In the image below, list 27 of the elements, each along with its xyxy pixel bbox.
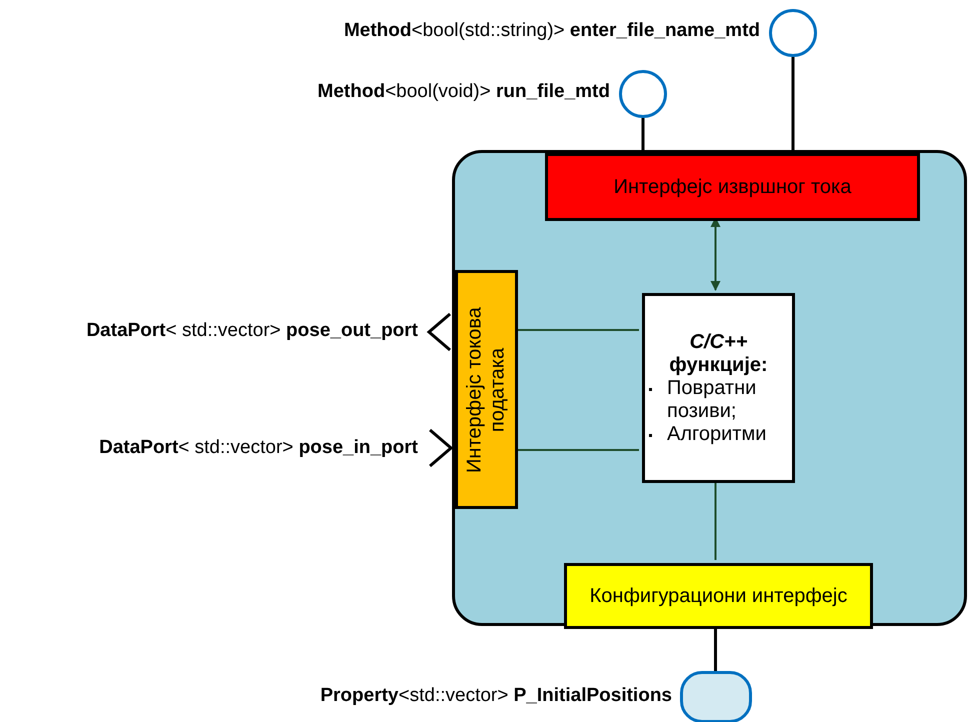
port-label: DataPort< std::vector> pose_out_port <box>86 320 418 342</box>
connector-line <box>792 57 794 150</box>
port-chevron-icon <box>426 312 452 352</box>
port-label: Property<std::vector> P_InitialPositions <box>320 685 672 707</box>
port-chevron-icon <box>428 428 454 468</box>
connector-line <box>642 118 644 150</box>
box-heading: C/C++ функције: <box>668 330 769 376</box>
interface-box <box>455 270 518 509</box>
connector-line <box>515 449 639 451</box>
interface-circle <box>769 9 817 57</box>
list-item: Алгоритми <box>649 422 792 446</box>
box-label: Конфигурациони интерфејс <box>588 584 848 608</box>
connector-line <box>515 329 639 331</box>
connector-line <box>714 626 717 671</box>
port-label: Method<bool(std::string)> enter_file_name_mtd <box>344 20 760 42</box>
property-port <box>680 671 752 722</box>
port-label: DataPort< std::vector> pose_in_port <box>99 437 418 459</box>
port-label: Method<bool(void)> run_file_mtd <box>318 81 610 103</box>
process-box <box>642 293 795 483</box>
connector-line <box>714 480 716 560</box>
box-label: Интерфејс токова података <box>464 306 510 474</box>
interface-box <box>545 153 920 221</box>
component-box <box>452 150 967 626</box>
interface-circle <box>619 70 667 118</box>
list-item: Повратни позиви; <box>649 376 792 422</box>
box-label: Интерфејс извршног тока <box>612 176 852 198</box>
interface-box <box>564 563 873 629</box>
